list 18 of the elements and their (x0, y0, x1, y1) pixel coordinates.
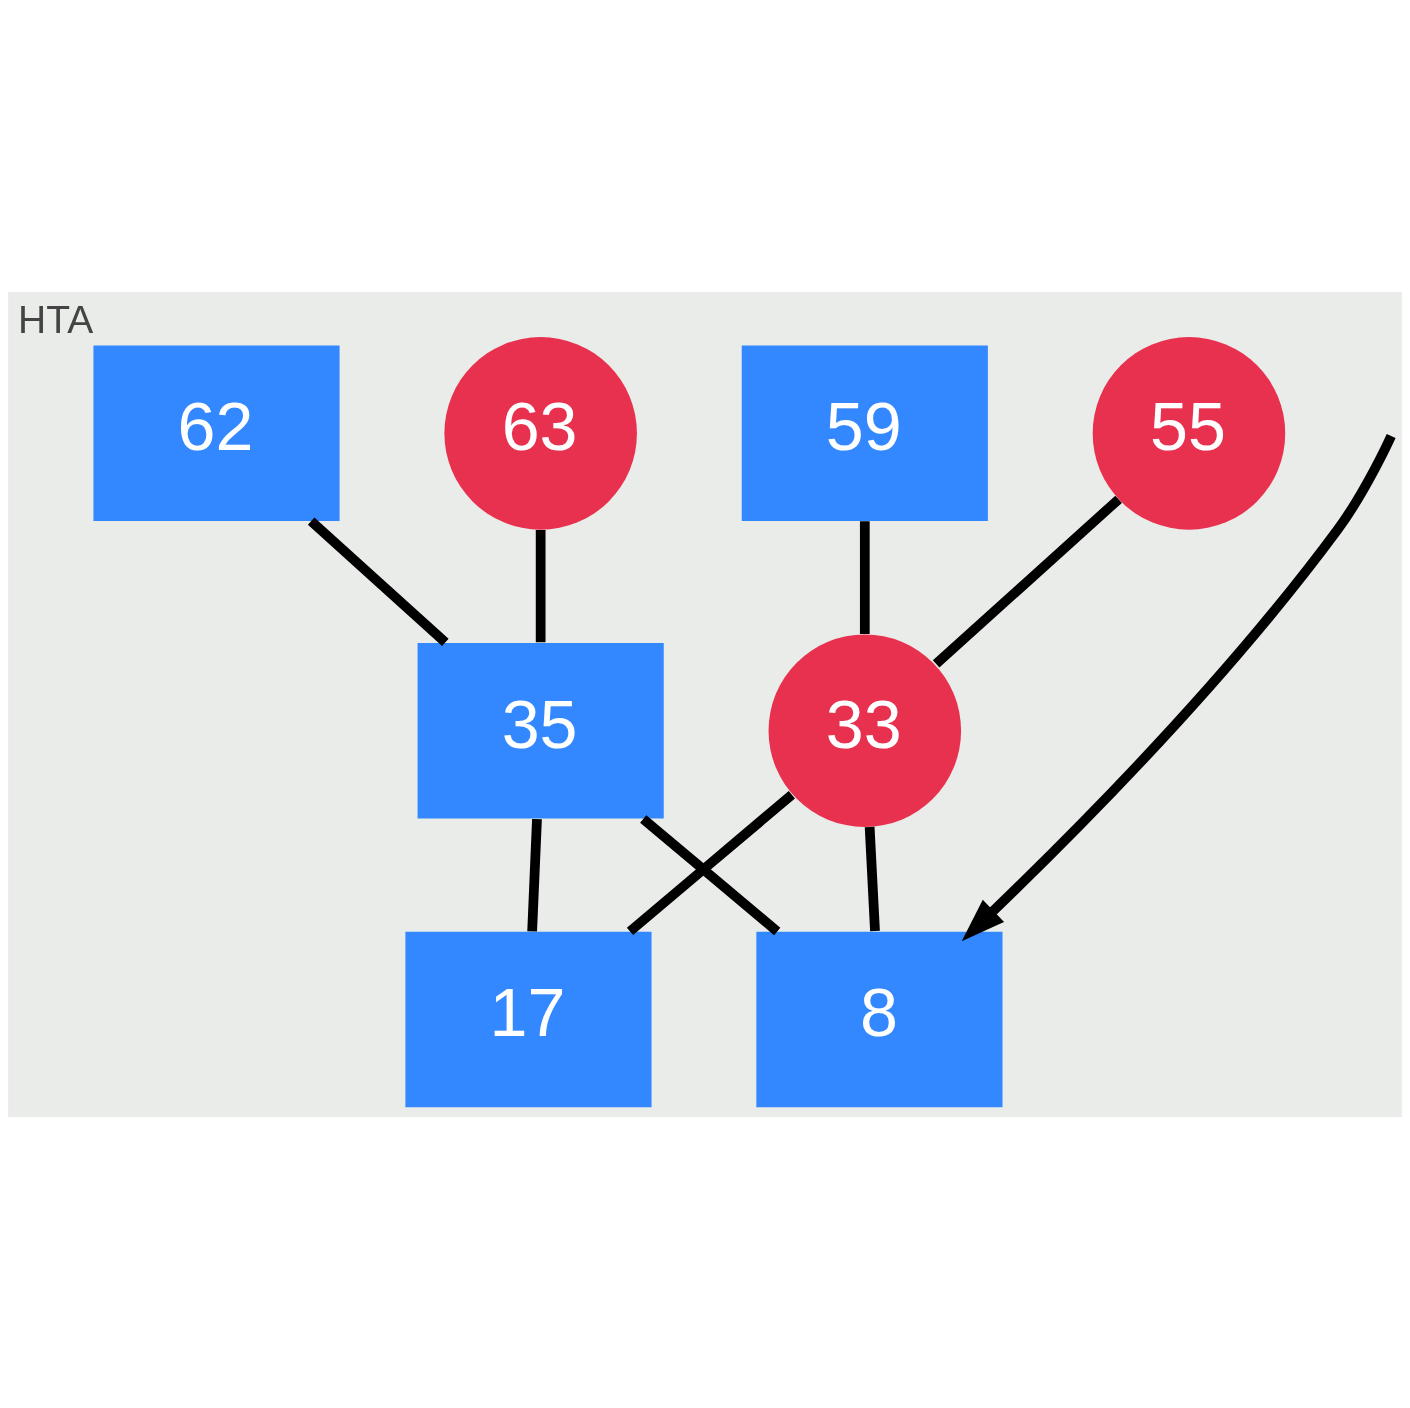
arrow (961, 433, 1396, 941)
connector (932, 495, 1122, 668)
node-circle: 63 (444, 336, 637, 530)
node-circle: 55 (1092, 336, 1286, 530)
node-box: 59 (741, 345, 988, 521)
connector (859, 520, 870, 634)
connector (307, 517, 449, 646)
connector (864, 826, 880, 931)
connector (535, 529, 546, 642)
connector (626, 790, 795, 935)
node-box: 62 (93, 345, 340, 521)
node-box: 17 (405, 931, 652, 1107)
node-circle: 33 (768, 633, 962, 827)
node-box: 35 (417, 642, 664, 818)
connector (640, 814, 781, 935)
node-box: 8 (756, 931, 1003, 1107)
node-label: HTA (18, 297, 94, 341)
connector (527, 818, 542, 932)
